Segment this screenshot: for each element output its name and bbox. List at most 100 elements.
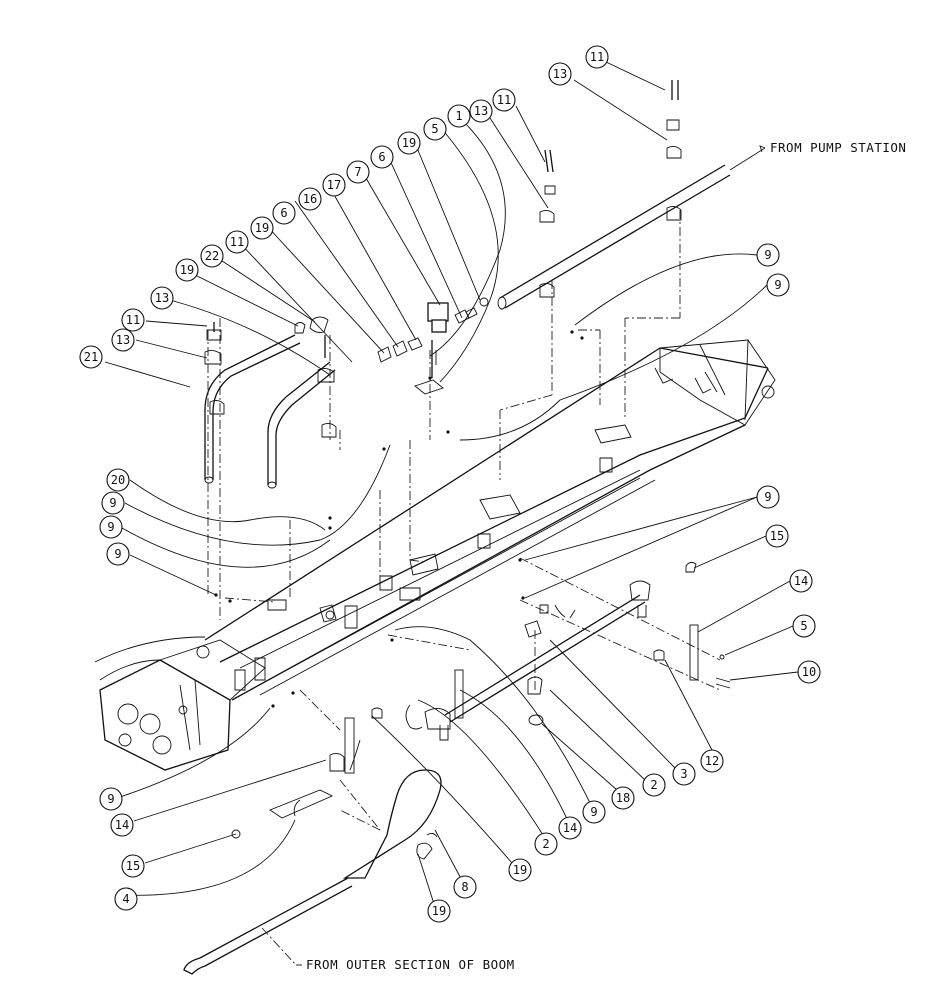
item-balloon: 14 [789,569,813,593]
item-balloon: 6 [370,145,394,169]
svg-text:2: 2 [542,837,549,851]
svg-text:6: 6 [378,150,385,164]
item-balloon: 13 [548,62,572,86]
svg-text:19: 19 [432,904,446,918]
item-balloon: 9 [756,485,780,509]
svg-text:1: 1 [455,109,462,123]
item-balloon: 2 [534,832,558,856]
item-balloon: 20 [106,468,130,492]
svg-text:7: 7 [354,165,361,179]
item-balloon: 17 [322,173,346,197]
svg-text:10: 10 [802,665,816,679]
svg-text:9: 9 [114,547,121,561]
svg-text:14: 14 [563,821,577,835]
item-balloon: 5 [423,117,447,141]
item-balloon: 14 [110,813,134,837]
svg-text:9: 9 [107,792,114,806]
item-balloon: 8 [453,875,477,899]
svg-text:13: 13 [116,333,130,347]
item-balloon: 5 [792,614,816,638]
item-balloon: 9 [101,491,125,515]
svg-text:19: 19 [255,221,269,235]
item-balloon: 2 [642,773,666,797]
item-balloon: 19 [397,131,421,155]
right-plumbing [371,561,731,741]
svg-text:5: 5 [431,122,438,136]
item-balloon: 13 [469,99,493,123]
svg-text:9: 9 [109,496,116,510]
svg-text:20: 20 [111,473,125,487]
svg-text:14: 14 [115,818,129,832]
svg-text:9: 9 [107,520,114,534]
svg-text:4: 4 [122,892,129,906]
svg-text:3: 3 [680,767,687,781]
item-balloon: 19 [175,258,199,282]
note-from-pump-station: FROM PUMP STATION [770,140,906,155]
item-balloon: 6 [272,201,296,225]
svg-text:9: 9 [764,248,771,262]
pump-supply-hose [497,147,766,310]
svg-text:13: 13 [553,67,567,81]
left-u-hoses [204,316,337,489]
item-balloon: 13 [111,328,135,352]
item-balloon: 19 [508,858,532,882]
item-balloon: 9 [106,542,130,566]
item-balloons: 11 13 11 13 1 5 19 6 7 17 16 6 19 11 22 … [79,45,821,923]
svg-text:2: 2 [650,778,657,792]
svg-text:14: 14 [794,574,808,588]
outer-section-pipe [183,877,353,975]
svg-text:12: 12 [705,754,719,768]
item-balloon: 19 [250,216,274,240]
svg-text:9: 9 [774,278,781,292]
item-balloon: 10 [797,660,821,684]
item-balloon: 14 [558,816,582,840]
svg-text:11: 11 [230,235,244,249]
boom-cross-brackets [234,424,632,691]
item-balloon: 11 [121,308,145,332]
item-balloon: 22 [200,244,224,268]
item-balloon: 18 [611,786,635,810]
svg-text:11: 11 [497,93,511,107]
item-balloon: 3 [672,762,696,786]
note-arrows [759,145,766,153]
hardware-dots [214,330,584,708]
item-balloon: 11 [492,88,516,112]
svg-text:18: 18 [616,791,630,805]
svg-text:9: 9 [590,805,597,819]
item-balloon: 9 [99,787,123,811]
item-balloon: 11 [585,45,609,69]
svg-text:9: 9 [764,490,771,504]
svg-text:11: 11 [590,50,604,64]
item-balloon: 1 [447,104,471,128]
svg-text:13: 13 [155,291,169,305]
item-balloon: 7 [346,160,370,184]
center-lines [207,210,721,831]
svg-text:15: 15 [126,859,140,873]
item-balloon: 4 [114,887,138,911]
svg-text:19: 19 [513,863,527,877]
boom-main-frame [204,339,776,701]
supply-clamps [539,80,682,298]
item-balloon: 12 [700,749,724,773]
item-balloon: 16 [298,187,322,211]
item-balloon: 15 [765,524,789,548]
svg-text:8: 8 [461,880,468,894]
svg-text:17: 17 [327,178,341,192]
svg-text:21: 21 [84,350,98,364]
item-balloon: 11 [225,230,249,254]
svg-text:5: 5 [800,619,807,633]
svg-text:19: 19 [402,136,416,150]
item-balloon: 9 [766,273,790,297]
svg-text:22: 22 [205,249,219,263]
svg-text:16: 16 [303,192,317,206]
item-balloon: 9 [99,515,123,539]
lower-left-plumbing [231,717,361,839]
outer-boom-hose [342,769,442,879]
item-balloon: 9 [756,243,780,267]
svg-text:13: 13 [474,104,488,118]
item-balloon: 13 [150,286,174,310]
item-balloon: 9 [582,800,606,824]
svg-text:19: 19 [180,263,194,277]
leader-lines [104,61,799,908]
